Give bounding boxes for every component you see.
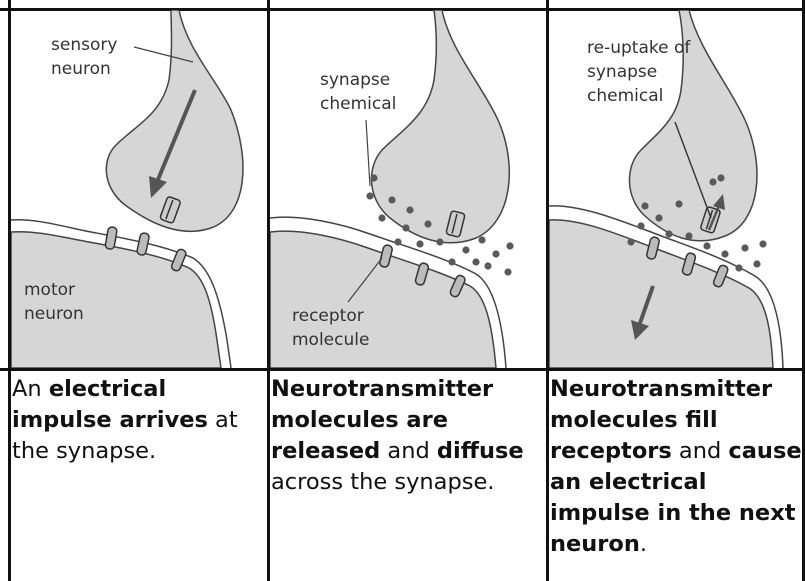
caption-2-text-b: and (380, 438, 437, 464)
presynaptic-terminal (372, 10, 510, 243)
chemical-leader-line (366, 120, 370, 186)
caption-1-text-a: An (12, 376, 49, 402)
label-sensory-neuron: sensory neuron (51, 33, 117, 81)
panel-impulse-arrives: sensory neuron motor neuron (11, 10, 267, 368)
label-receptor-molecule: receptor molecule (292, 304, 369, 352)
label-synapse-chemical: synapse chemical (320, 68, 396, 116)
caption-impulse-arrives: An electrical impulse arrives at the syn… (12, 374, 264, 467)
label-reuptake: re-uptake of synapse chemical (587, 36, 690, 108)
receptor-2 (136, 232, 149, 255)
panel-receptors-filled: re-uptake of synapse chemical (549, 10, 802, 368)
label-motor-neuron: motor neuron (24, 278, 84, 326)
caption-receptors-filled: Neurotransmitter molecules fill receptor… (550, 374, 802, 560)
postsynaptic-body (549, 220, 773, 368)
caption-3-text-d: . (640, 531, 647, 557)
panel-neurotransmitter-released: synapse chemical receptor molecule (270, 10, 546, 368)
caption-neurotransmitter-released: Neurotransmitter molecules are released … (271, 374, 546, 498)
caption-3-text-b: and (672, 438, 729, 464)
receptor-1 (105, 226, 118, 249)
caption-2-emphasis-c: diffuse (437, 438, 524, 464)
divider-horizontal (0, 368, 805, 371)
caption-2-text-d: across the synapse. (271, 469, 494, 495)
